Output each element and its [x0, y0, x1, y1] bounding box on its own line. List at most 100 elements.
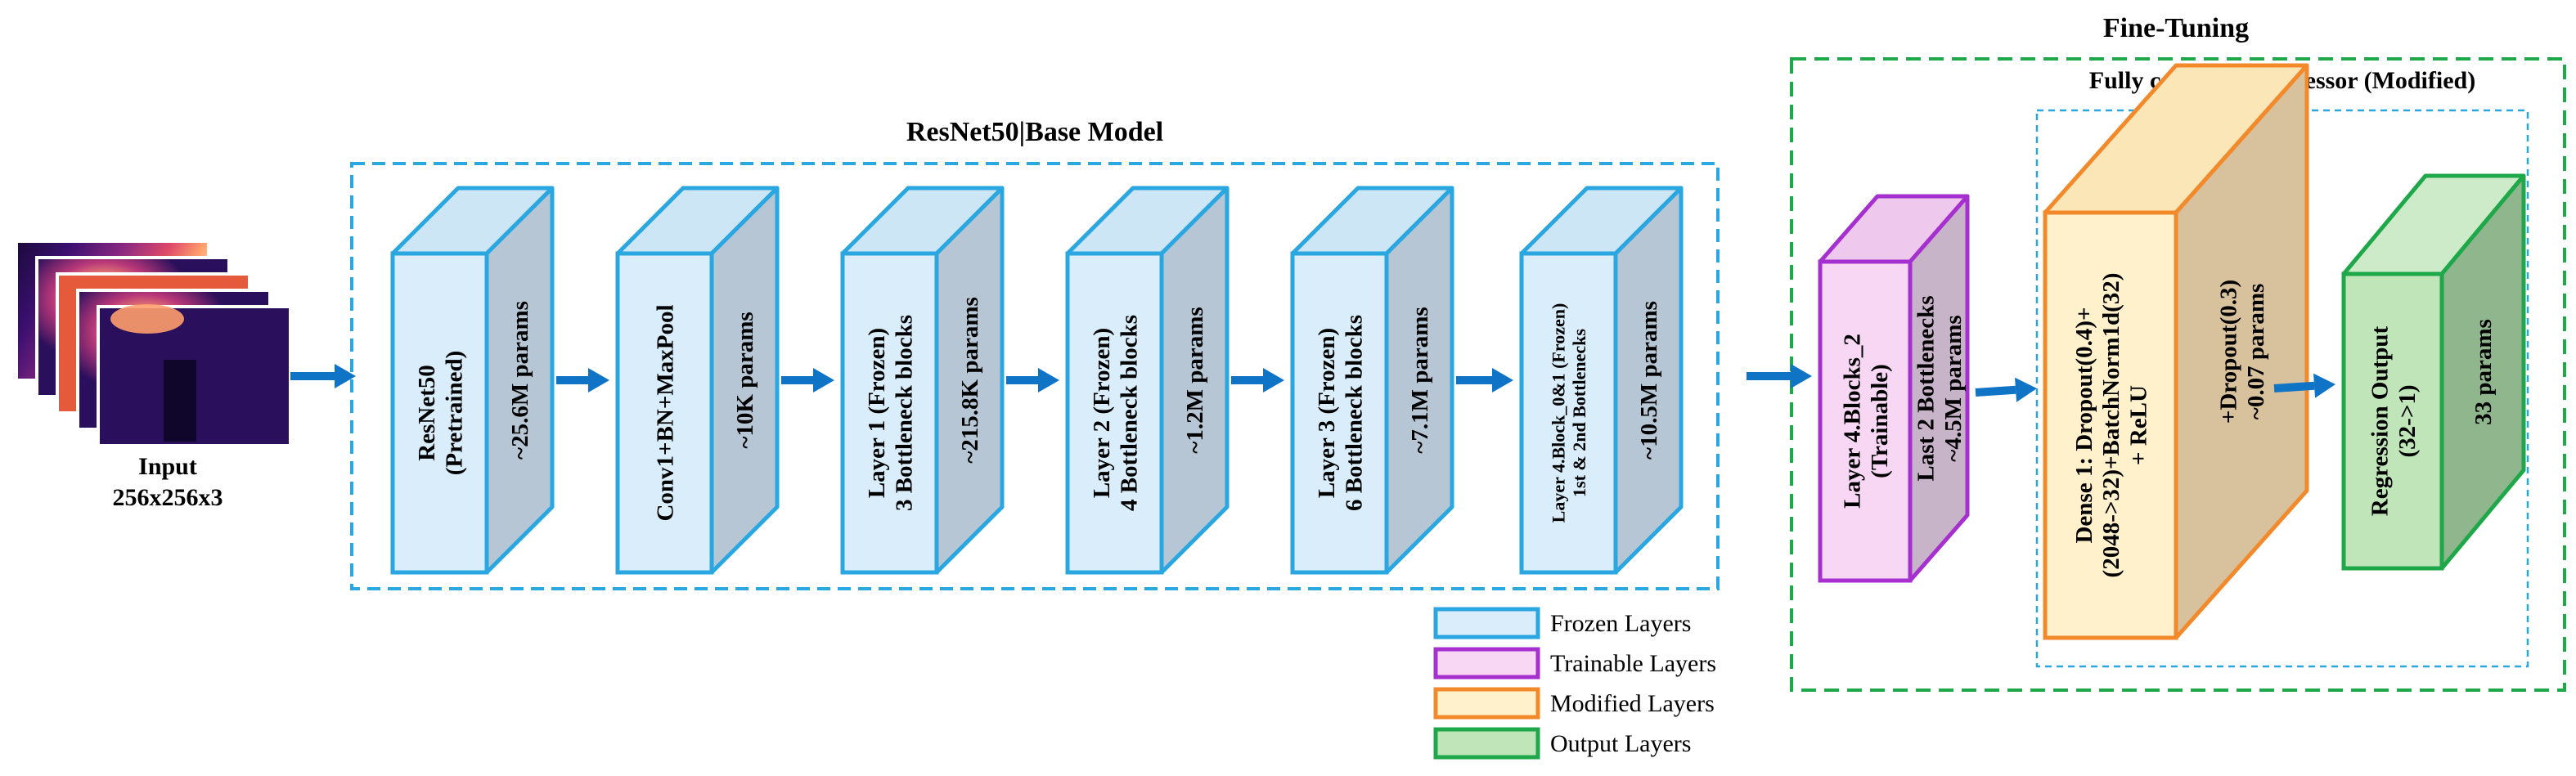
- arrow-head: [1038, 368, 1059, 392]
- block-front-line: Layer 4.Block_0&1 (Frozen): [1549, 303, 1569, 523]
- block-front-line: (32->1): [2394, 385, 2421, 458]
- block-front-face: [1065, 251, 1164, 575]
- arrow-head: [335, 364, 356, 388]
- block-side-line: ~10.5M params: [1636, 301, 1662, 460]
- block-front-label: Layer 2 (Frozen)4 Bottleneck blocks: [1089, 315, 1142, 511]
- block-side-line: Last 2 Bottlenecks: [1913, 295, 1939, 481]
- legend-label: Trainable Layers: [1550, 650, 1716, 677]
- legend-swatch: [1433, 687, 1540, 720]
- input-dark-region: [164, 360, 196, 442]
- blocks-layer: ResNet50(Pretrained) ~25.6M params Conv1+B…: [390, 63, 2526, 640]
- block-front-line: Layer 1 (Frozen): [864, 328, 890, 498]
- block-front-line: 4 Bottleneck blocks: [1116, 315, 1142, 511]
- flow-arrow: [2273, 373, 2335, 398]
- block-side-label: ~10K params: [732, 312, 758, 448]
- arrow-shaft: [2273, 381, 2315, 392]
- fine-tuning-frame: [1790, 57, 2566, 692]
- block-front-label: Layer 4.Block_0&1 (Frozen)1st & 2nd Bott…: [1549, 303, 1589, 523]
- block-front-label: ResNet50(Pretrained): [414, 351, 467, 475]
- flow-arrow: [290, 364, 356, 388]
- block-side-line: 33 params: [2470, 319, 2497, 425]
- block-side-label: ~10.5M params: [1636, 301, 1662, 460]
- flow-arrow: [1975, 377, 2037, 402]
- flow-arrow: [556, 368, 609, 392]
- block-front-face: [1519, 251, 1618, 575]
- block-front-line: Regression Output: [2367, 326, 2393, 517]
- block-side-label: +Dropout(0.3)~0.07 params: [2215, 280, 2268, 424]
- block-front-line: + ReLU: [2126, 385, 2152, 465]
- block-side-line: ~4.5M params: [1940, 315, 1967, 461]
- block-front-line: (2048->32)+BatchNorm1d(32): [2098, 273, 2124, 578]
- arrow-head: [2313, 373, 2335, 398]
- block-side-label: ~7.1M params: [1407, 307, 1433, 453]
- block-side-line: ~0.07 params: [2243, 284, 2269, 420]
- block-pretrained: ResNet50(Pretrained) ~25.6M params: [390, 186, 555, 575]
- legend-item-trainable: Trainable Layers: [1433, 647, 1716, 680]
- block-side-line: ~215.8K params: [957, 297, 983, 464]
- base-model-title: ResNet50|Base Model: [906, 117, 1163, 147]
- block-front-line: Layer 4.Blocks_2: [1839, 334, 1865, 509]
- block-front-label: Layer 1 (Frozen)3 Bottleneck blocks: [864, 315, 917, 511]
- block-front-line: Layer 2 (Frozen): [1089, 328, 1115, 498]
- flow-arrow: [781, 368, 834, 392]
- block-side-label: ~25.6M params: [507, 301, 533, 460]
- block-side-line: +Dropout(0.3): [2215, 280, 2241, 424]
- block-front-line: Layer 3 (Frozen): [1314, 328, 1340, 498]
- block-front-face: [1818, 259, 1913, 583]
- legend-item-frozen: Frozen Layers: [1433, 607, 1691, 639]
- block-side-label: 33 params: [2470, 319, 2497, 425]
- block-front-face: [390, 251, 489, 575]
- legend-label: Frozen Layers: [1550, 610, 1691, 637]
- block-front-face: [1290, 251, 1389, 575]
- arrow-head: [1791, 364, 1812, 388]
- block-front-line: 3 Bottleneck blocks: [891, 315, 917, 511]
- block-side-label: Last 2 Bottlenecks~4.5M params: [1913, 295, 1966, 481]
- base-model-frame: [350, 162, 1720, 590]
- block-front-line: Dense 1: Dropout(0.4)+: [2071, 307, 2097, 543]
- block-layer2: Layer 2 (Frozen)4 Bottleneck blocks ~1.2M…: [1065, 186, 1230, 575]
- arrow-head: [813, 368, 834, 392]
- legend-swatch: [1433, 647, 1540, 680]
- block-side-label: ~1.2M params: [1182, 307, 1208, 453]
- block-dense1: Dense 1: Dropout(0.4)+(2048->32)+BatchNo…: [2043, 63, 2309, 640]
- arrow-head: [1492, 368, 1513, 392]
- input-image-stack: [15, 240, 292, 447]
- arrow-head: [588, 368, 609, 392]
- block-layer4-trainable: Layer 4.Blocks_2(Trainable) Last 2 Bottle…: [1818, 194, 1970, 583]
- block-front-label: Regression Output(32->1): [2367, 326, 2420, 517]
- block-front-line: (Trainable): [1867, 364, 1893, 478]
- legend-label: Modified Layers: [1550, 690, 1715, 717]
- arrow-head: [2015, 377, 2037, 402]
- flow-arrow: [1456, 368, 1513, 392]
- block-side-line: ~25.6M params: [507, 301, 533, 460]
- legend-swatch: [1433, 727, 1540, 760]
- block-front-label: Dense 1: Dropout(0.4)+(2048->32)+BatchNo…: [2071, 273, 2152, 578]
- block-front-label: Layer 3 (Frozen)6 Bottleneck blocks: [1314, 315, 1367, 511]
- flow-arrow: [1006, 368, 1059, 392]
- legend-item-modified: Modified Layers: [1433, 687, 1715, 720]
- legend-label: Output Layers: [1550, 730, 1691, 757]
- block-side-line: ~1.2M params: [1182, 307, 1208, 453]
- block-front-label: Layer 4.Blocks_2(Trainable): [1839, 334, 1892, 509]
- block-layer1: Layer 1 (Frozen)3 Bottleneck blocks ~215.…: [840, 186, 1005, 575]
- block-output: Regression Output(32->1) 33 params: [2341, 173, 2526, 571]
- block-front-face: [615, 251, 714, 575]
- block-conv1: Conv1+BN+MaxPool ~10K params: [615, 186, 780, 575]
- block-side-line: ~10K params: [732, 312, 758, 448]
- input-dimensions: 256x256x3: [113, 484, 223, 511]
- block-front-face: [2043, 210, 2178, 640]
- input-label: Input: [138, 453, 197, 480]
- block-side-line: ~7.1M params: [1407, 307, 1433, 453]
- legend-swatch: [1433, 607, 1540, 639]
- input-hotspot: [110, 304, 184, 334]
- block-front-line: ResNet50: [414, 365, 440, 461]
- block-front-label: Conv1+BN+MaxPool: [653, 304, 679, 521]
- arrow-head: [1263, 368, 1284, 392]
- block-front-line: 6 Bottleneck blocks: [1341, 315, 1367, 511]
- block-layer3: Layer 3 (Frozen)6 Bottleneck blocks ~7.1M…: [1290, 186, 1454, 575]
- block-front-line: Conv1+BN+MaxPool: [653, 304, 679, 521]
- arrow-shaft: [1975, 385, 2016, 397]
- flow-arrow: [1231, 368, 1284, 392]
